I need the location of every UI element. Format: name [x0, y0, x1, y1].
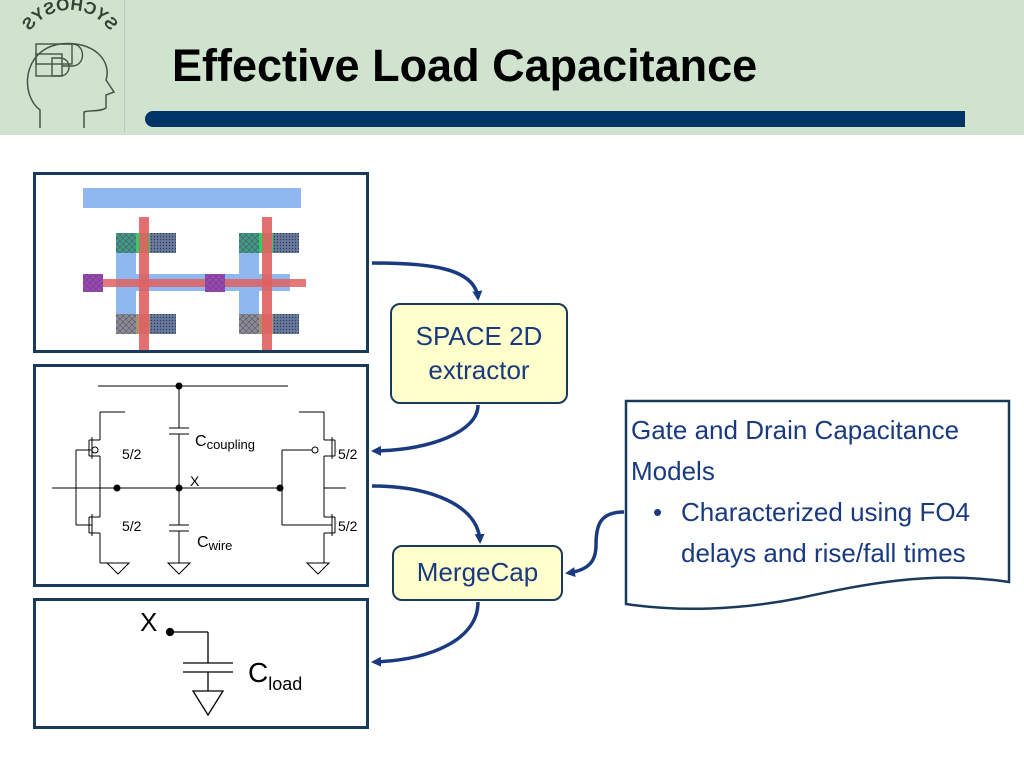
ratio-top-right: 5/2 [338, 446, 358, 462]
ratio-bottom-left: 5/2 [122, 518, 142, 534]
space-label-line1: SPACE 2D [415, 320, 543, 351]
sychosys-logo: SYCHOSYS [0, 0, 125, 133]
ratio-bottom-right: 5/2 [338, 518, 358, 534]
metal-rail [83, 188, 301, 208]
diffusion [273, 314, 299, 334]
capacitance-models-note: Gate and Drain Capacitance Models Charac… [631, 410, 1011, 574]
arrow-schematic-to-mergecap [371, 484, 485, 544]
ratio-top-left: 5/2 [122, 446, 142, 462]
head-logo-icon: SYCHOSYS [18, 0, 122, 128]
arrow-mergecap-to-load [371, 601, 480, 667]
junction-dot [113, 484, 121, 492]
arrow-models-to-mergecap [565, 510, 625, 578]
poly-wire [86, 279, 306, 287]
layout-drawing [83, 188, 306, 350]
note-line2: Models [631, 456, 715, 486]
node-x-label: X [190, 473, 200, 489]
slide-title: Effective Load Capacitance [172, 40, 758, 91]
space-label-line2: extractor [428, 354, 530, 385]
load-drawing: X Cload [140, 607, 302, 717]
title-underline-bar [145, 111, 965, 127]
poly-gate [139, 217, 149, 350]
c-load-label: Cload [248, 657, 302, 694]
mergecap-label: MergeCap [416, 557, 539, 588]
load-node-x-label: X [140, 607, 157, 637]
layout-panel [33, 172, 369, 353]
poly-gate [262, 217, 272, 350]
slide-header: SYCHOSYS Effective Load Capacitance [0, 0, 1024, 135]
schematic-panel: 5/2 5/2 5/2 5/2 Ccoupling X Cwire [33, 364, 369, 587]
diffusion [150, 233, 176, 253]
load-panel: X Cload [33, 598, 369, 729]
mergecap-box: MergeCap [392, 545, 563, 601]
diffusion [273, 233, 299, 253]
schematic-drawing: 5/2 5/2 5/2 5/2 Ccoupling X Cwire [52, 382, 358, 575]
note-line1: Gate and Drain Capacitance [631, 415, 960, 445]
c-coupling-label: Ccoupling [195, 433, 255, 452]
arrow-layout-to-space [371, 261, 483, 301]
space-2d-extractor-box: SPACE 2D extractor [390, 303, 568, 404]
arrow-space-to-schematic [371, 404, 480, 456]
c-wire-label: Cwire [197, 534, 232, 553]
diffusion [150, 314, 176, 334]
